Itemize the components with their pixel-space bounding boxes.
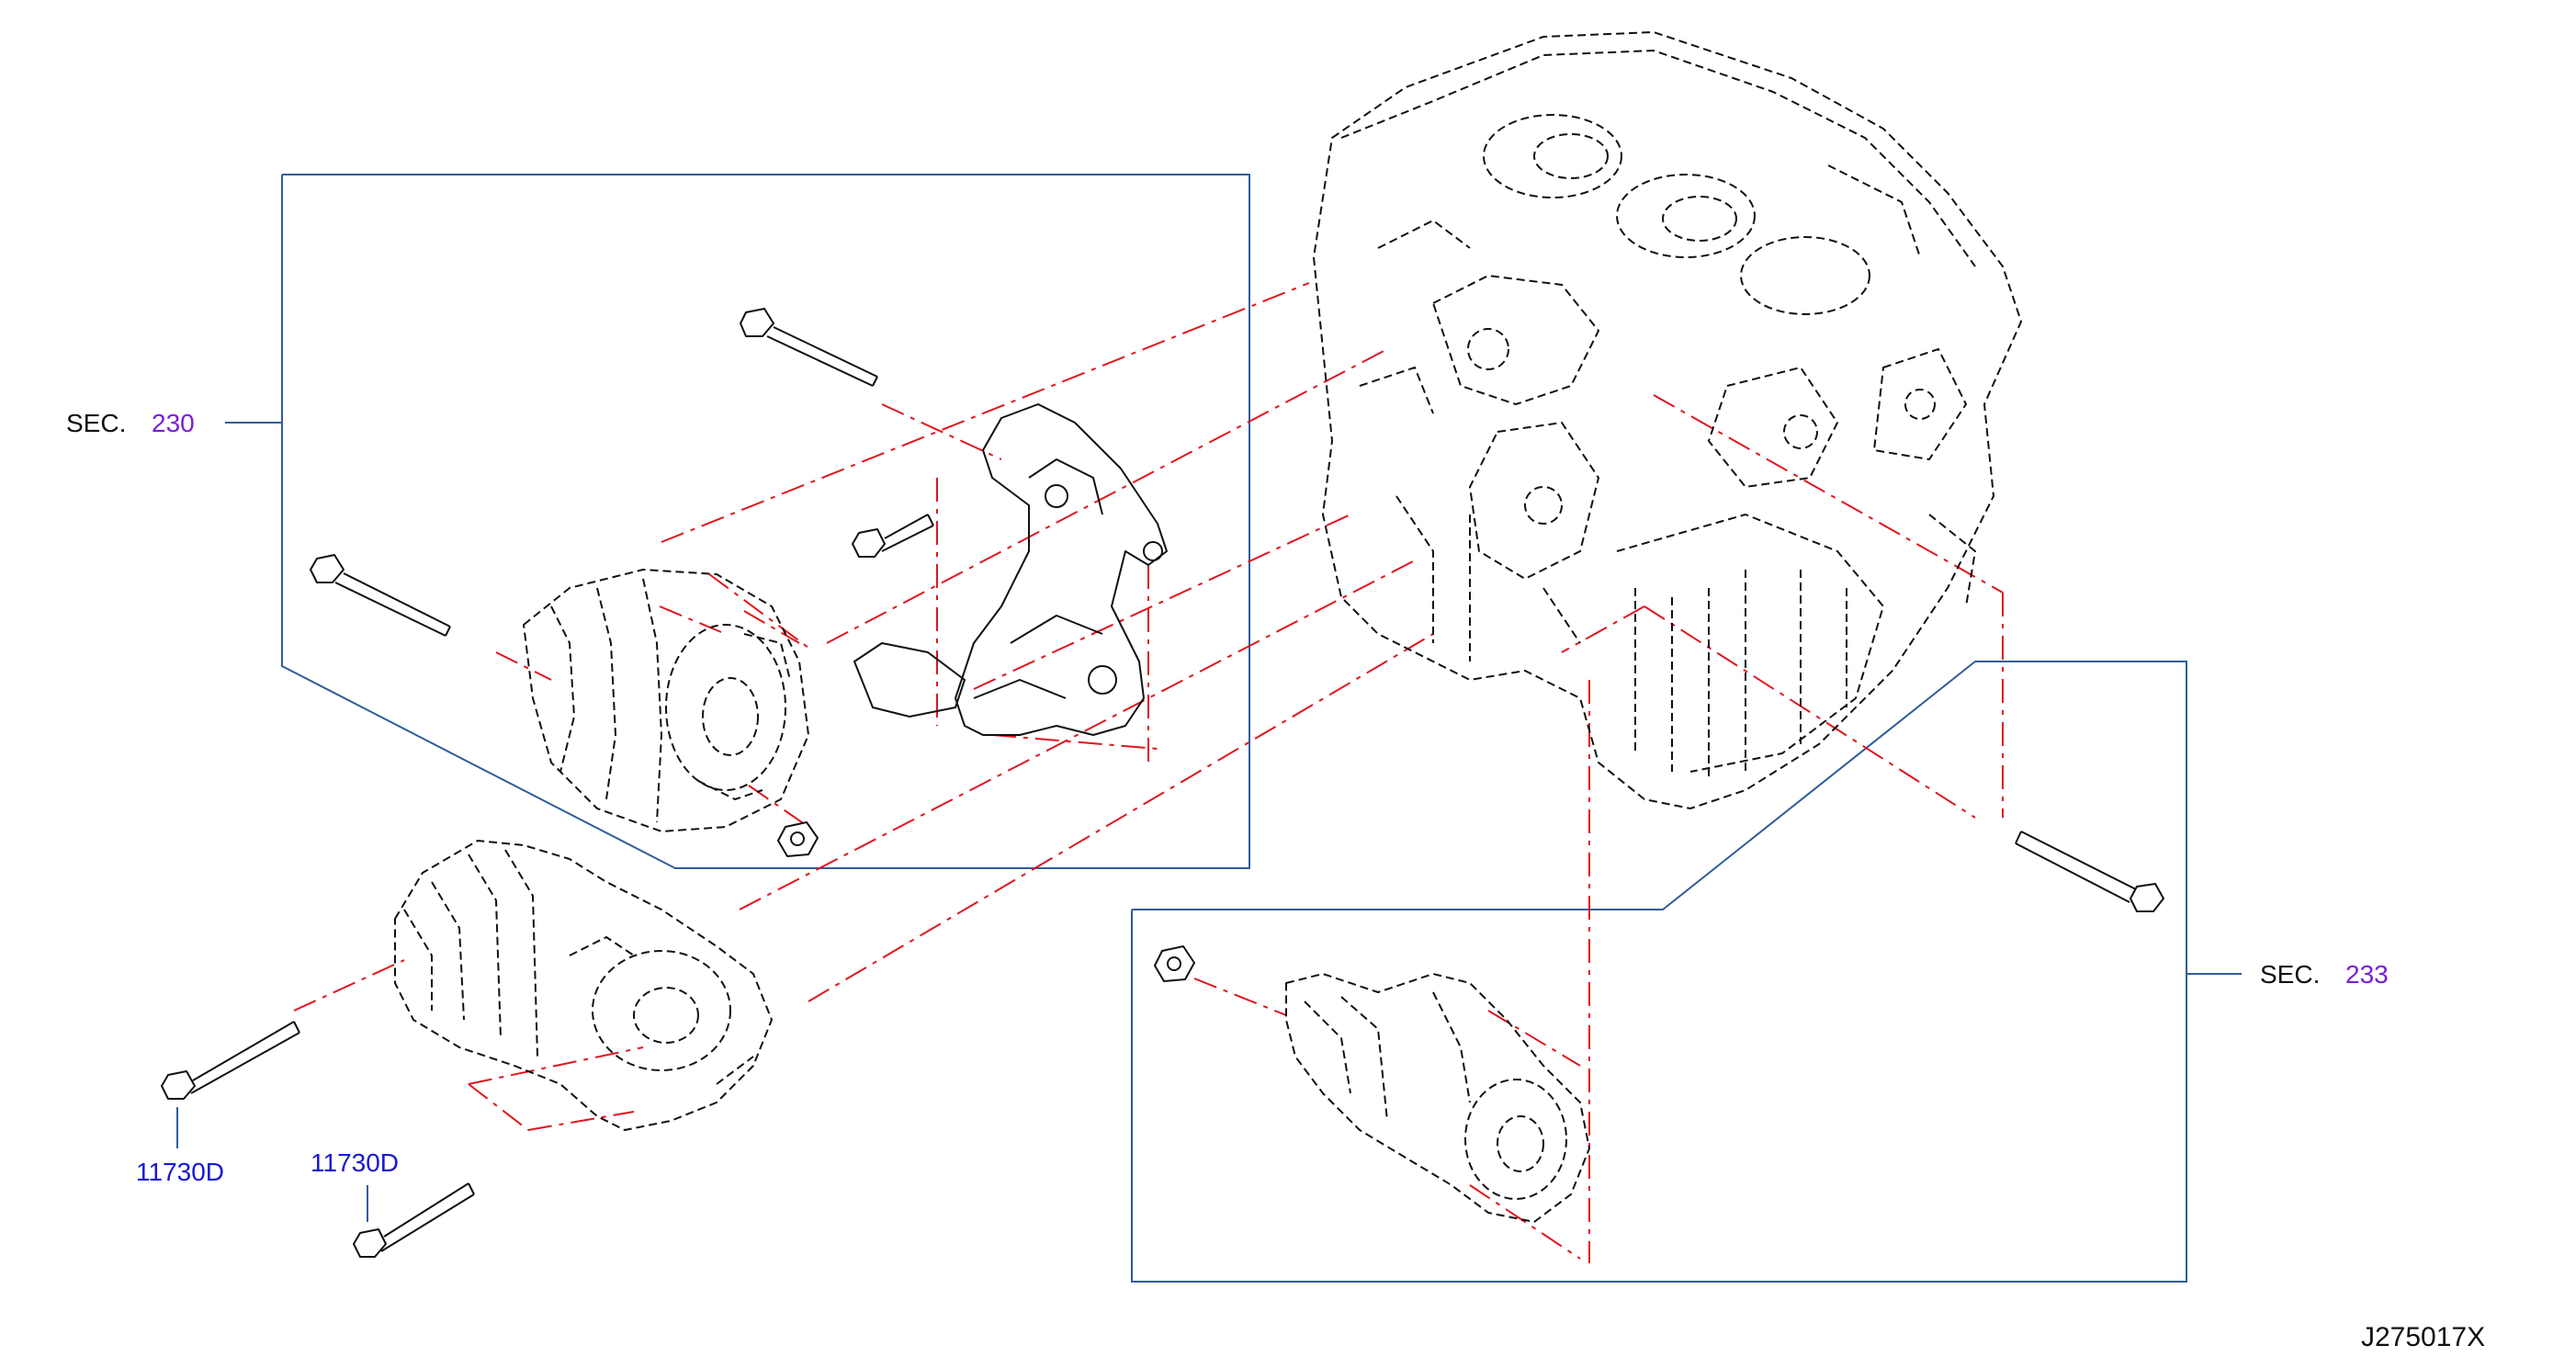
cylinder-block <box>1313 31 2022 809</box>
starter-motor <box>394 840 773 1131</box>
part-number-11730d-b[interactable]: 11730D <box>311 1148 399 1177</box>
nut-starter <box>1154 945 1195 982</box>
sec-233-number[interactable]: 233 <box>2345 960 2389 989</box>
sec-233-frame <box>1131 661 2187 1283</box>
bolt-left <box>310 554 451 637</box>
sec-230-number[interactable]: 230 <box>152 409 195 437</box>
sec-233-prefix: SEC. <box>2260 960 2320 989</box>
bolt-lower-a <box>161 1021 300 1100</box>
alternator-bracket <box>853 403 1168 736</box>
alternator <box>523 569 809 832</box>
part-number-11730d-a[interactable]: 11730D <box>136 1158 224 1186</box>
bolt-right <box>2015 831 2164 912</box>
section-frames <box>176 174 2242 1283</box>
bolt-lower-b <box>353 1182 475 1258</box>
bolt-short <box>852 514 934 558</box>
drawing-code: J275017X <box>2361 1322 2485 1352</box>
bolts <box>161 308 2164 1258</box>
callout-labels: SEC. 230 SEC. 233 11730D 11730D J275017X <box>66 409 2485 1352</box>
nut-alternator <box>777 821 819 857</box>
alignment-lines <box>293 282 2004 1263</box>
bolt-top <box>740 308 878 387</box>
sec-230-prefix: SEC. <box>66 409 126 437</box>
sec-230-frame <box>281 174 1250 869</box>
starter-motor-sec233 <box>1285 973 1590 1223</box>
